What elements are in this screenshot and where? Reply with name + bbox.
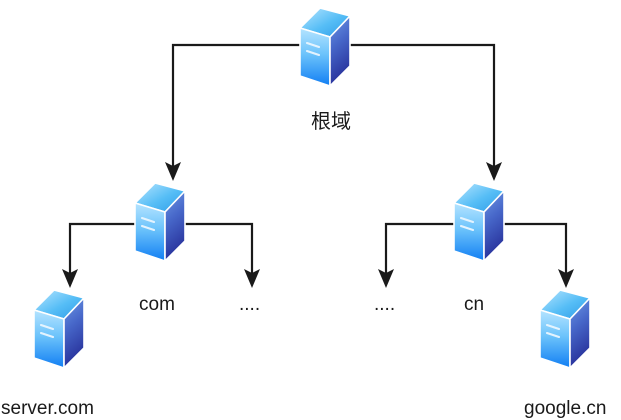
server-icon: [453, 182, 505, 262]
server-icon: [134, 182, 186, 262]
arrow-head-icon: [558, 269, 574, 288]
node-label-server-com: server.com: [1, 398, 94, 419]
node-google-cn[interactable]: google.cn: [524, 289, 606, 419]
arrow-head-icon: [62, 269, 78, 288]
edge-path: [325, 43, 496, 170]
server-icon: [299, 7, 351, 87]
node-label-root: 根域: [311, 109, 351, 133]
node-com[interactable]: com: [134, 182, 186, 315]
arrow-head-icon: [244, 269, 260, 288]
node-label-google-cn: google.cn: [524, 398, 606, 419]
edge-path: [479, 222, 568, 277]
server-icon: [539, 289, 591, 369]
arrow-head-icon: [378, 269, 394, 288]
edge-com-to-server-com: [62, 222, 160, 288]
arrow-head-icon: [486, 162, 502, 181]
node-server-com[interactable]: server.com: [1, 289, 94, 419]
edge-root-to-com: [165, 43, 325, 181]
node-root[interactable]: 根域: [299, 7, 351, 133]
edge-path: [68, 222, 160, 277]
ellipsis-label-com: ....: [239, 294, 260, 315]
server-icon: [33, 289, 85, 369]
edge-com-to-ellipsis: [160, 222, 260, 288]
connector-layer: [62, 43, 574, 288]
ellipsis-label-cn: ....: [374, 294, 395, 315]
edge-path: [384, 222, 479, 277]
node-cn[interactable]: cn: [453, 182, 505, 315]
node-label-com: com: [139, 294, 175, 315]
arrow-head-icon: [165, 162, 181, 181]
edge-cn-to-google-cn: [479, 222, 574, 288]
node-label-cn: cn: [464, 294, 484, 315]
edge-path: [171, 43, 325, 170]
edge-root-to-cn: [325, 43, 502, 181]
edge-cn-to-ellipsis: [378, 222, 479, 288]
edge-path: [160, 222, 254, 277]
